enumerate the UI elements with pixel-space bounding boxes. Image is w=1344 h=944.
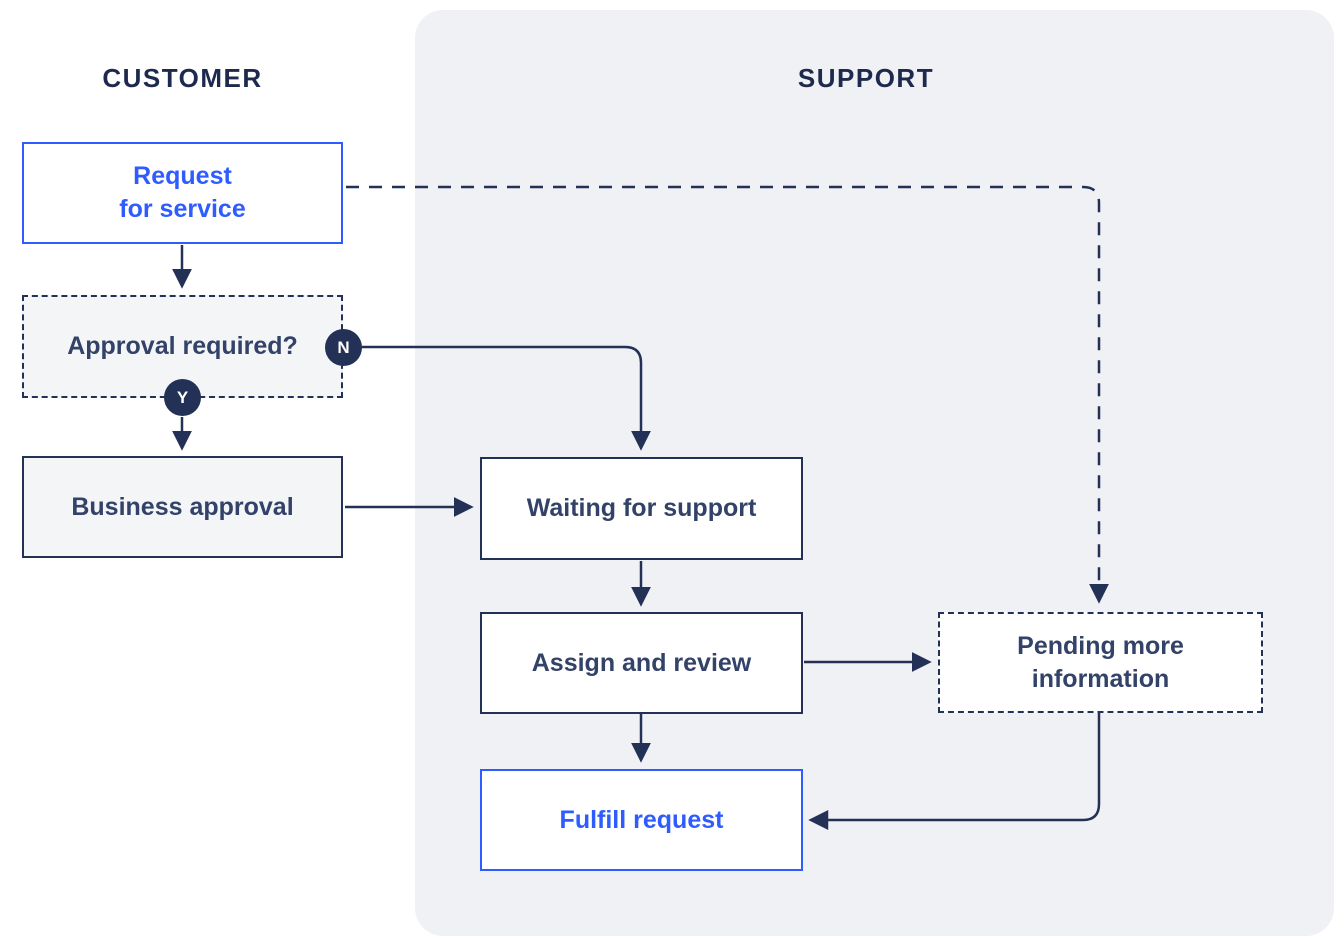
node-label: Assign and review <box>531 648 752 677</box>
node-label-line: Pending more <box>1017 631 1184 660</box>
node-assign-and-review: Assign and review <box>480 612 803 714</box>
node-pending-more-information: Pending more information <box>938 612 1263 713</box>
node-label-line: Request <box>133 162 232 190</box>
node-label: Approval required? <box>67 332 298 360</box>
node-request-for-service: Request for service <box>22 142 343 244</box>
badge-no-label: N <box>337 337 350 357</box>
lane-header-support: SUPPORT <box>797 63 935 93</box>
edge-request-to-pending <box>346 185 1109 604</box>
badge-yes-label: Y <box>176 387 189 407</box>
node-fulfill-request: Fulfill request <box>480 769 803 871</box>
badge-no: N <box>325 329 362 366</box>
edge-pending-to-fulfill <box>808 713 1101 830</box>
edge-approval-no-to-waiting <box>362 345 651 451</box>
badge-yes: Y <box>164 379 201 416</box>
node-label: Fulfill request <box>559 805 724 834</box>
node-label: Waiting for support <box>526 494 757 522</box>
node-label-line: information <box>1031 664 1170 693</box>
node-waiting-for-support: Waiting for support <box>480 457 803 560</box>
node-label: Business approval <box>71 492 294 521</box>
node-business-approval: Business approval <box>22 456 343 558</box>
node-label-line: for service <box>119 195 246 223</box>
lane-header-customer: CUSTOMER <box>102 63 263 93</box>
